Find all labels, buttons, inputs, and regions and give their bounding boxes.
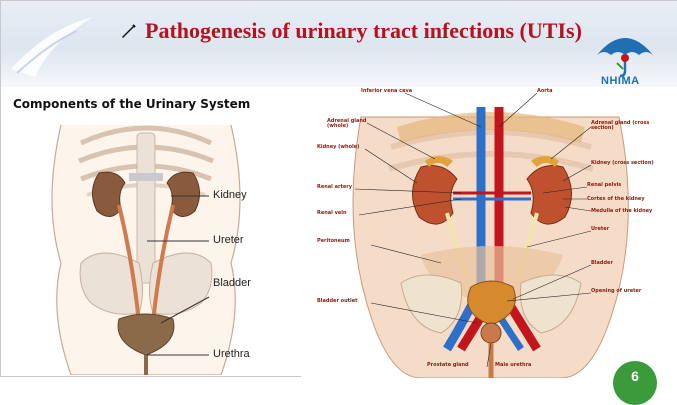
label-renal-vein: Renal vein [317,211,367,216]
label-medulla: Medulla of the kidney [591,209,671,214]
label-renal-artery: Renal artery [317,185,367,190]
label-prostate-gland: Prostate gland [427,363,487,368]
label-urethra: Urethra [213,348,250,360]
label-adrenal-gland-cross: Adrenal gland (cross section) [591,121,671,131]
label-bladder: Bladder [213,277,251,289]
detailed-urinary-diagram: Inferior vena cava Adrenal gland (whole)… [301,87,677,378]
label-bladder-right: Bladder [591,261,651,266]
label-bladder-outlet: Bladder outlet [317,299,377,304]
label-peritoneum: Peritoneum [317,239,377,244]
label-cortex: Cortex of the kidney [587,197,667,202]
slide: Pathogenesis of urinary tract infections… [0,0,677,377]
label-kidney: Kidney [213,189,247,201]
label-kidney-whole: Kidney (whole) [317,145,367,150]
label-adrenal-gland-whole: Adrenal gland (whole) [327,119,387,129]
label-kidney-cross: Kidney (cross section) [591,161,671,166]
label-ureter-right: Ureter [591,227,651,232]
label-aorta: Aorta [537,89,587,94]
label-ureter: Ureter [213,234,244,246]
page-number-badge: 6 [613,361,657,405]
label-inferior-vena-cava: Inferior vena cava [361,89,431,94]
label-renal-pelvis: Renal pelvis [587,183,667,188]
label-male-urethra: Male urethra [495,363,555,368]
label-opening-of-ureter: Opening of ureter [591,289,661,294]
